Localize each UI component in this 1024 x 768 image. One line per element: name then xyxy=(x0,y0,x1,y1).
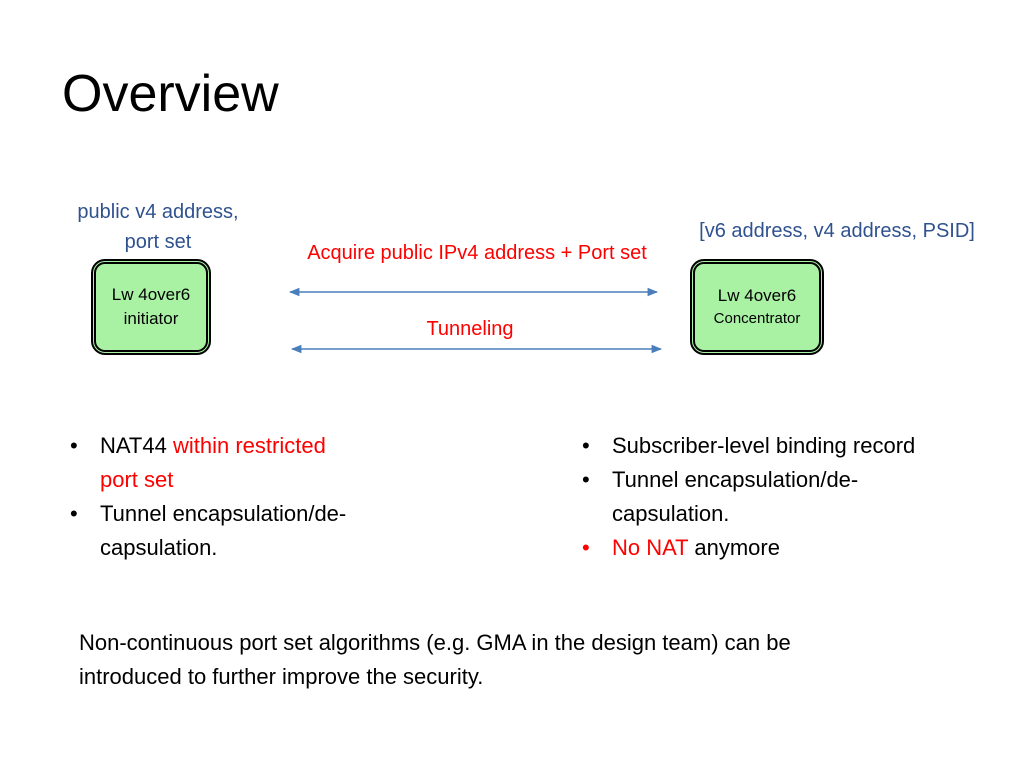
anymore-text: anymore xyxy=(694,535,780,560)
concentrator-node-line1: Lw 4over6 xyxy=(717,286,797,305)
concentrator-bullet-no-nat: • No NAT anymore xyxy=(576,531,996,565)
concentrator-node: Lw 4over6 Concentrator xyxy=(690,259,824,355)
initiator-bullet-tunnel: • Tunnel encapsulation/de- capsulation. xyxy=(64,497,424,565)
nat44-text: NAT44 xyxy=(100,433,167,458)
concentrator-bullet-binding: • Subscriber-level binding record xyxy=(576,429,996,463)
concentrator-bullet-tunnel: • Tunnel encapsulation/de- capsulation. xyxy=(576,463,996,531)
slide-title: Overview xyxy=(62,65,279,123)
bullet-dot: • xyxy=(582,535,590,560)
initiator-node-line1: Lw 4over6 xyxy=(111,285,191,304)
initiator-bullet-nat44: • NAT44 within restricted port set xyxy=(64,429,424,497)
tunnel-text-line1: Tunnel encapsulation/de- xyxy=(612,467,859,492)
concentrator-bullet-list: • Subscriber-level binding record • Tunn… xyxy=(576,429,996,565)
footer-line2: introduced to further improve the securi… xyxy=(79,664,484,689)
bullet-dot: • xyxy=(582,433,590,458)
initiator-address-label-line1: public v4 address, xyxy=(77,201,239,223)
initiator-bullet-list: • NAT44 within restricted port set • Tun… xyxy=(64,429,424,565)
restricted-port-set-text-2: port set xyxy=(100,467,174,492)
footer-line1: Non-continuous port set algorithms (e.g.… xyxy=(79,630,791,655)
bullet-dot: • xyxy=(70,433,78,458)
restricted-port-set-text-1: within restricted xyxy=(172,433,326,458)
bullet-dot: • xyxy=(582,467,590,492)
concentrator-node-line2: Concentrator xyxy=(713,310,801,327)
bullet-dot: • xyxy=(70,501,78,526)
tunnel-text-line2: capsulation. xyxy=(612,501,730,526)
binding-record-text: Subscriber-level binding record xyxy=(612,433,916,458)
footer-paragraph: Non-continuous port set algorithms (e.g.… xyxy=(79,626,999,694)
concentrator-binding-label: [v6 address, v4 address, PSID] xyxy=(699,220,975,242)
no-nat-text: No NAT xyxy=(612,535,689,560)
initiator-node: Lw 4over6 initiator xyxy=(91,259,211,355)
initiator-node-line2: initiator xyxy=(123,309,179,328)
tunnel-text-line2: capsulation. xyxy=(100,535,218,560)
tunnel-text-line1: Tunnel encapsulation/de- xyxy=(100,501,347,526)
tunneling-arrow-label: Tunneling xyxy=(426,318,514,340)
acquire-arrow-label: Acquire public IPv4 address + Port set xyxy=(307,242,647,264)
initiator-address-label: public v4 address, port set xyxy=(58,197,258,257)
initiator-address-label-line2: port set xyxy=(124,231,192,253)
